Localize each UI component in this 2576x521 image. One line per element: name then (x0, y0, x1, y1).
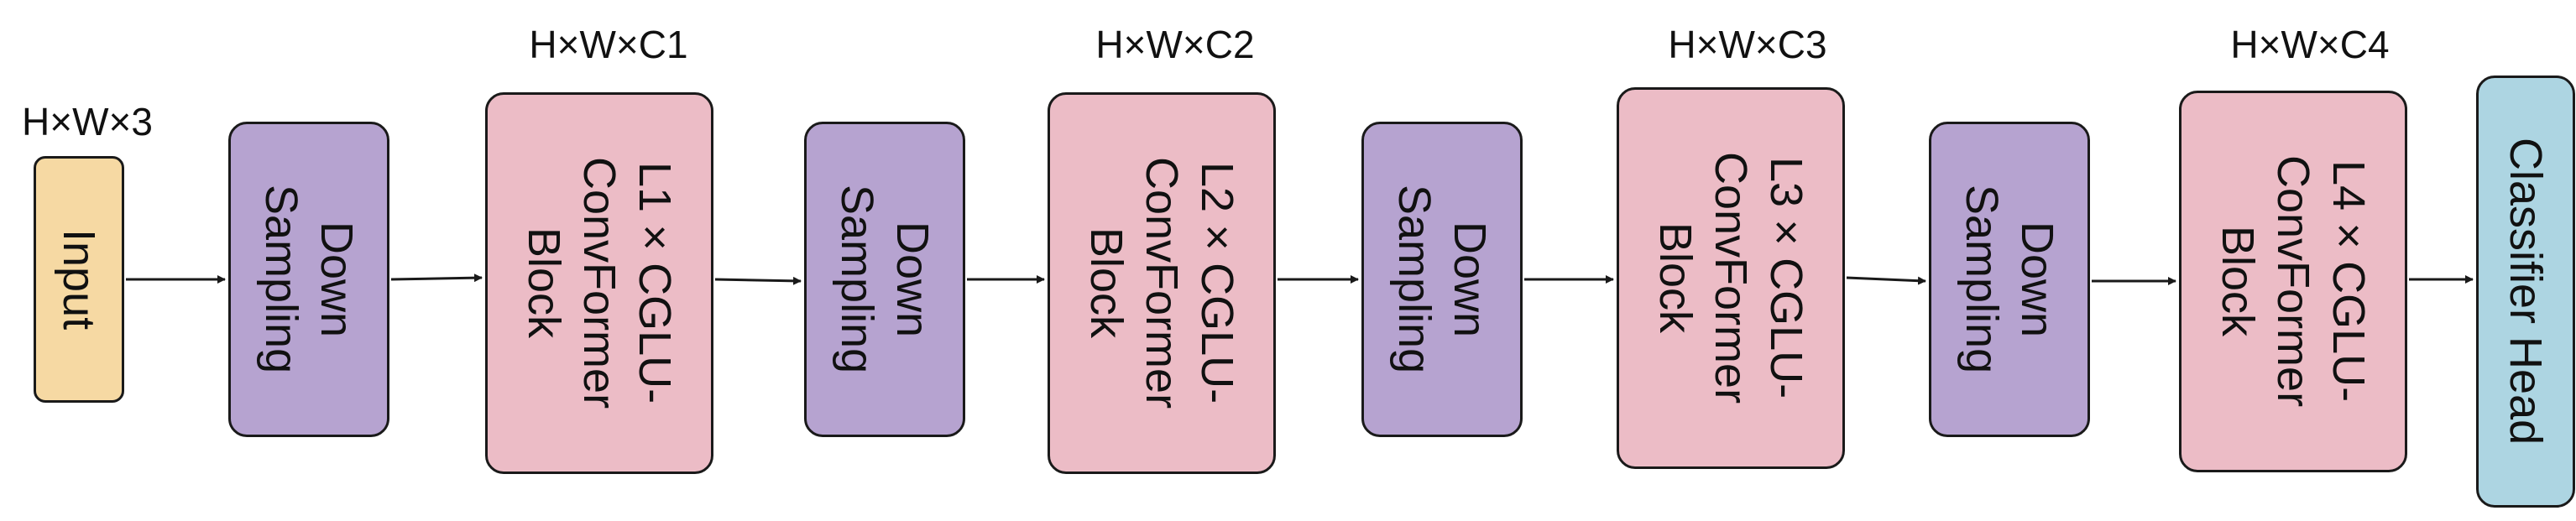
input-node: Input (34, 156, 124, 403)
convformer-block-label-1: L1×CGLU- ConvFormer Block (519, 157, 680, 409)
down-sampling-label-2: Down Sampling (832, 185, 938, 374)
arrow-down1-to-stage1 (390, 274, 483, 283)
down-sampling-node-4: Down Sampling (1929, 122, 2090, 437)
down-sampling-label-1: Down Sampling (256, 185, 362, 374)
classifier-head-label: Classifier Head (2500, 138, 2551, 445)
down-sampling-label-3: Down Sampling (1389, 185, 1495, 374)
convformer-block-label-2: L2×CGLU- ConvFormer Block (1081, 157, 1242, 409)
stage1-dim-label: H×W×C1 (529, 23, 688, 66)
classifier-head-node: Classifier Head (2476, 76, 2575, 508)
convformer-block-label-4: L4×CGLU- ConvFormer Block (2213, 155, 2374, 408)
down-sampling-label-4: Down Sampling (1957, 185, 2062, 374)
down-sampling-node-3: Down Sampling (1361, 122, 1523, 437)
convformer-block-node-2: L2×CGLU- ConvFormer Block (1048, 92, 1276, 474)
input-node-label: Input (54, 228, 104, 331)
stage3-dim-label: H×W×C3 (1668, 23, 1827, 66)
convformer-block-label-3: L3×CGLU- ConvFormer Block (1650, 152, 1811, 404)
convformer-block-node-3: L3×CGLU- ConvFormer Block (1617, 87, 1845, 469)
down-sampling-node-2: Down Sampling (804, 122, 965, 437)
down-sampling-node-1: Down Sampling (228, 122, 389, 437)
convformer-block-node-1: L1×CGLU- ConvFormer Block (485, 92, 713, 474)
arrow-stage1-to-down2 (714, 276, 802, 285)
convformer-block-node-4: L4×CGLU- ConvFormer Block (2179, 91, 2407, 472)
input-dim-label: H×W×3 (22, 100, 153, 143)
stage4-dim-label: H×W×C4 (2230, 23, 2390, 66)
arrow-stage3-to-down4 (1846, 276, 1926, 285)
stage2-dim-label: H×W×C2 (1095, 23, 1255, 66)
